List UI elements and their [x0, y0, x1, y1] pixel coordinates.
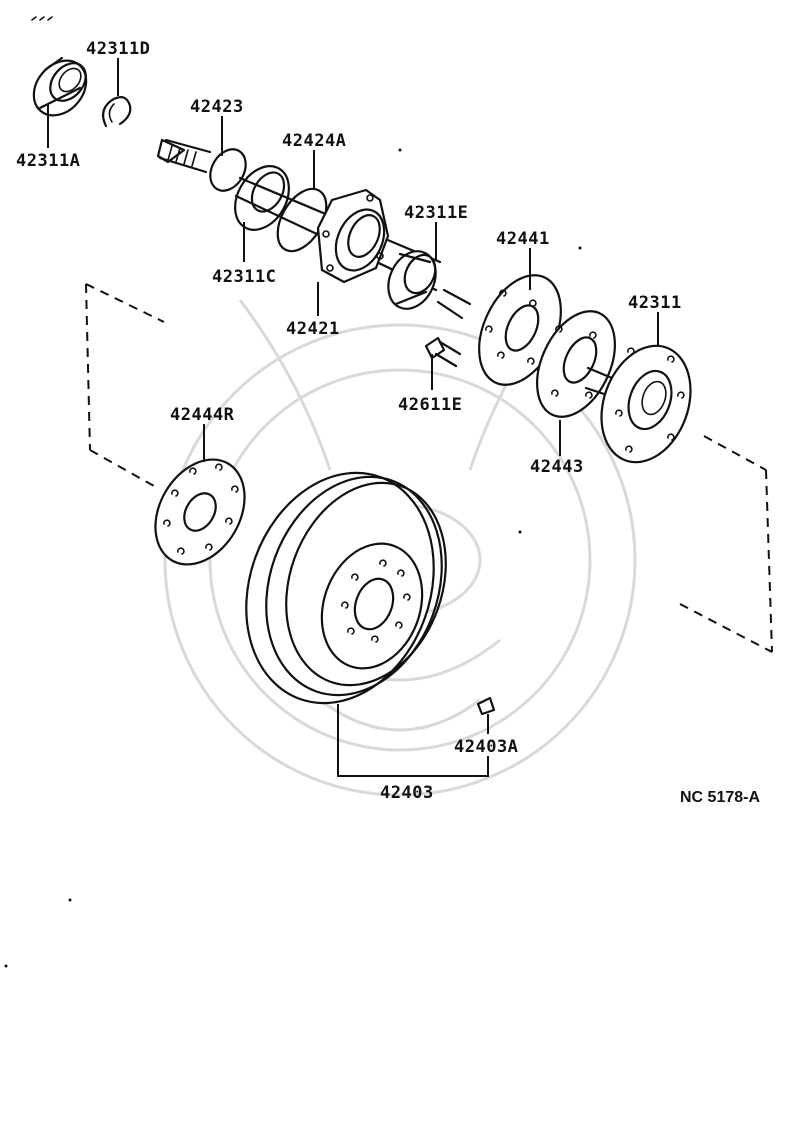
- oil-seal-42311a: [32, 56, 88, 117]
- label-42311d: 42311D: [86, 39, 150, 59]
- bearing-42311e: [387, 250, 437, 310]
- label-42403a: 42403A: [454, 737, 518, 757]
- shaft-stub: [436, 288, 472, 320]
- bearing-retainer-42421: [316, 188, 390, 284]
- snap-ring-42311d: [101, 95, 132, 128]
- plate-42441: [478, 274, 562, 386]
- label-42611e: 42611E: [398, 395, 462, 415]
- label-42311a: 42311A: [16, 151, 80, 171]
- plug-42403a: [476, 696, 496, 716]
- label-42423: 42423: [190, 97, 244, 117]
- label-42311e: 42311E: [404, 203, 468, 223]
- brake-drum-42403: [245, 471, 447, 705]
- label-42443: 42443: [530, 457, 584, 477]
- watermark-emblem: [163, 299, 637, 797]
- phantom-lines: [85, 283, 773, 653]
- label-42311: 42311: [628, 293, 682, 313]
- leader-lines: [47, 58, 659, 777]
- wheel-spacer-42444r: [154, 458, 246, 566]
- label-42311c: 42311C: [212, 267, 276, 287]
- reference-code: NC 5178-A: [680, 789, 760, 806]
- stray-specks: [4, 148, 582, 968]
- label-42424a: 42424A: [282, 131, 346, 151]
- label-42441: 42441: [496, 229, 550, 249]
- label-42403: 42403: [380, 783, 434, 803]
- axle-hub-42311: [584, 344, 692, 464]
- hub-bolt-42611e: [424, 336, 462, 368]
- label-42421: 42421: [286, 319, 340, 339]
- corner-marks: [31, 16, 53, 21]
- label-42444r: 42444R: [170, 405, 235, 425]
